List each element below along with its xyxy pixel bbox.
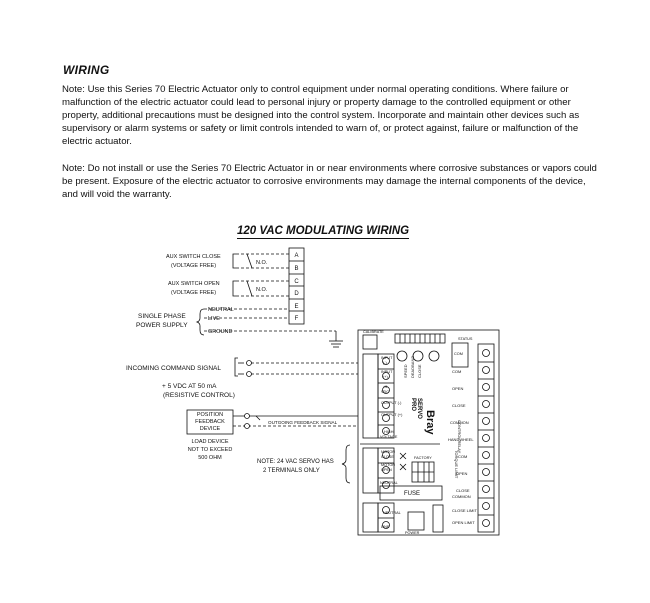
line-label: LINE — [381, 525, 390, 529]
feedback-device-l2: FEEDBACK — [195, 419, 225, 425]
power-supply-label: SINGLE PHASE — [138, 313, 186, 320]
calibrate-label: CALIBRATE — [363, 330, 384, 334]
no-label-close: N.O. — [256, 260, 268, 266]
right-label-com-2: COM — [458, 454, 467, 459]
power-supply-sub: POWER SUPPLY — [136, 322, 188, 329]
aux-close-label: AUX SWITCH CLOSE — [166, 254, 221, 260]
right-label-close-limit: CLOSE LIMIT — [452, 508, 477, 513]
terminal-a: A — [294, 253, 298, 259]
right-label-common: COMMON — [450, 420, 469, 425]
terminal-d: D — [294, 291, 299, 297]
load-device-l2: NOT TO EXCEED — [188, 447, 233, 453]
brand-logo: Bray — [424, 410, 436, 435]
input-plus-sign: (+) — [383, 375, 388, 379]
warning-note: Note: Use this Series 70 Electric Actuat… — [62, 84, 580, 147]
motor-open-l1: MOTOR — [381, 463, 395, 467]
load-device-l3: 500 OHM — [198, 455, 222, 461]
terminal-f: F — [295, 316, 299, 322]
terminal-c: C — [294, 279, 299, 285]
neutral-board-label: NEUTRAL — [380, 481, 398, 485]
neutral-label: NEUTRAL — [208, 307, 234, 313]
output-plus-label: OUTPUT (+) — [381, 413, 403, 417]
right-label-open-limit: OPEN LIMIT — [452, 520, 475, 525]
right-label-close: CLOSE — [452, 403, 466, 408]
right-label-open: OPEN — [452, 386, 463, 391]
aux-open-label: AUX SWITCH OPEN — [168, 281, 220, 287]
aux-close-sub: (VOLTAGE FREE) — [171, 263, 216, 269]
feedback-device-l3: DEVICE — [200, 426, 221, 432]
terminal-b: B — [294, 266, 298, 272]
motor-close-l1: MOTOR — [381, 450, 395, 454]
pro-label: PRO — [410, 398, 416, 411]
fuse-label: FUSE — [404, 491, 420, 497]
factory-label: FACTORY — [414, 456, 432, 460]
vdc-board-label: VDC — [381, 390, 389, 394]
outgoing-feedback-label: OUTGOING FEEDBACK SIGNAL — [268, 420, 338, 425]
no-label-open: N.O. — [256, 287, 268, 293]
input-minus-label: INPUT — [381, 356, 393, 360]
section-title: WIRING — [63, 63, 110, 77]
neutral-bottom-label: NEUTRAL — [383, 511, 401, 515]
live-label: LIVE — [208, 316, 220, 322]
right-label-close-2: CLOSE — [456, 488, 470, 493]
input-minus-sign: (-) — [383, 361, 388, 365]
status-com: COM — [454, 352, 463, 356]
torque-limit-label: TORQUE LIMIT — [454, 450, 459, 479]
control-relay-label: CONTROL RELAY — [457, 420, 462, 454]
motor-open-l2: OPEN — [381, 468, 392, 472]
note-24vac-l2: 2 TERMINALS ONLY — [263, 468, 320, 474]
note-24vac-l1: NOTE: 24 VAC SERVO HAS — [257, 459, 334, 465]
motor-close-l2: CLOSE — [381, 455, 394, 459]
dip-speed-label: SPEED — [403, 364, 408, 378]
incoming-command-label: INCOMING COMMAND SIGNAL — [126, 365, 221, 372]
servo-label: SERVO — [416, 398, 422, 419]
input-plus-label: INPUT — [381, 370, 393, 374]
dip-deadband-label: DEADBAND — [410, 356, 415, 378]
high-voltage-l1: HIGH — [384, 430, 394, 434]
ground-label: GROUND — [208, 329, 232, 335]
right-label-handwheel: HANDWHEEL — [448, 437, 474, 442]
high-voltage-l2: VOLTAGE — [380, 435, 398, 439]
corrosion-note: Note: Do not install or use the Series 7… — [62, 163, 597, 200]
terminal-e: E — [294, 304, 298, 310]
vdc-label: + 5 VDC AT 50 mA — [162, 383, 217, 390]
right-label-com: COM — [452, 369, 461, 374]
diagram-title: 120 VAC MODULATING WIRING — [237, 225, 410, 239]
load-device-l1: LOAD DEVICE — [192, 439, 229, 445]
power-label: POWER — [405, 531, 420, 535]
dip-close-label: CLOSE — [417, 364, 422, 378]
status-label: STATUS — [458, 337, 473, 341]
aux-open-sub: (VOLTAGE FREE) — [171, 290, 216, 296]
feedback-device-l1: POSITION — [197, 412, 223, 418]
vdc-sub: (RESISTIVE CONTROL) — [163, 392, 235, 399]
plus5-label: +5 — [383, 385, 387, 389]
right-label-common-2: COMMON — [452, 494, 471, 499]
right-label-open-2: OPEN — [456, 471, 467, 476]
output-minus-label: OUTPUT (-) — [381, 401, 402, 405]
